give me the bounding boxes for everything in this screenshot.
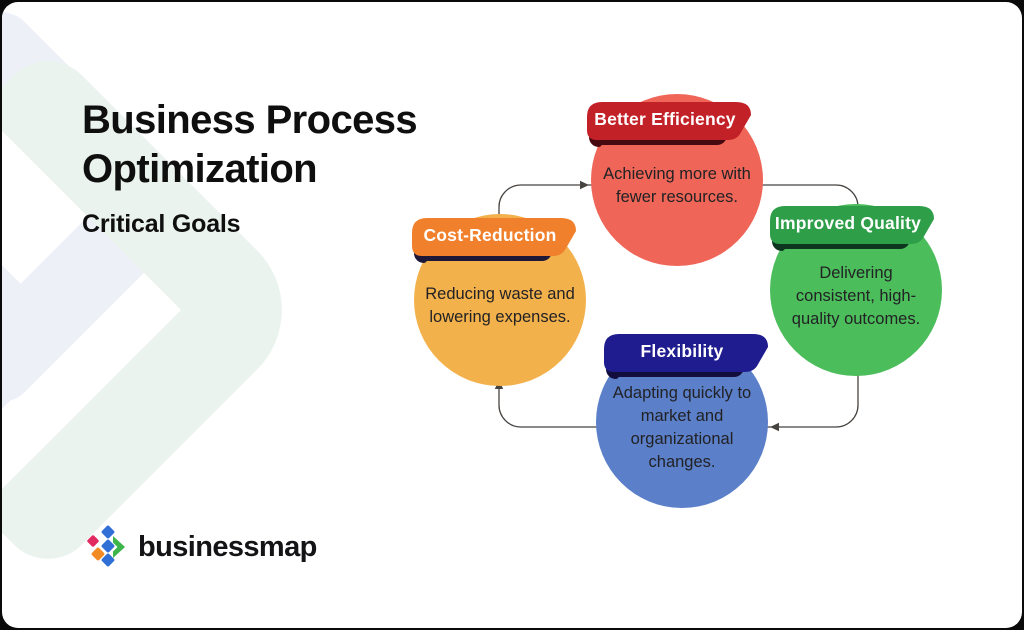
page-subtitle: Critical Goals	[82, 210, 241, 238]
businessmap-logo: businessmap	[86, 524, 317, 570]
node-description: Adapting quickly to market and organizat…	[612, 384, 752, 471]
ribbon-body: Improved Quality	[770, 206, 934, 244]
node-description: Reducing waste and lowering expenses.	[425, 285, 575, 326]
ribbon-body: Flexibility	[604, 334, 768, 372]
logo-diamond-blue-bottom	[101, 553, 115, 567]
page-title-line1: Business Process	[82, 98, 418, 142]
cost-ribbon: Cost-Reduction	[412, 218, 576, 263]
ribbon-body: Cost-Reduction	[412, 218, 576, 256]
node-label: Flexibility	[640, 341, 724, 361]
brand-name: businessmap	[138, 530, 317, 563]
businessmap-logo-icon	[87, 525, 125, 567]
node-label: Better Efficiency	[594, 109, 736, 129]
quality-ribbon: Improved Quality	[770, 206, 934, 251]
logo-diamond-blue-top	[101, 525, 115, 539]
node-description: Achieving more with fewer resources.	[603, 165, 751, 206]
logo-chevron-green	[113, 536, 125, 558]
node-label: Improved Quality	[774, 213, 922, 233]
logo-diamond-pink	[87, 535, 99, 547]
logo-diamond-orange	[91, 547, 105, 561]
flexibility-ribbon: Flexibility	[604, 334, 768, 379]
page-title-line2: Optimization	[82, 147, 318, 191]
ribbon-body: Better Efficiency	[587, 102, 751, 140]
arrow-left-icon	[770, 422, 779, 432]
logo-diamond-blue-middle	[101, 539, 115, 553]
efficiency-ribbon: Better Efficiency	[587, 102, 751, 147]
node-label: Cost-Reduction	[423, 225, 557, 245]
node-description: Delivering consistent, high-quality outc…	[791, 263, 921, 328]
arrow-right-icon	[580, 180, 589, 190]
